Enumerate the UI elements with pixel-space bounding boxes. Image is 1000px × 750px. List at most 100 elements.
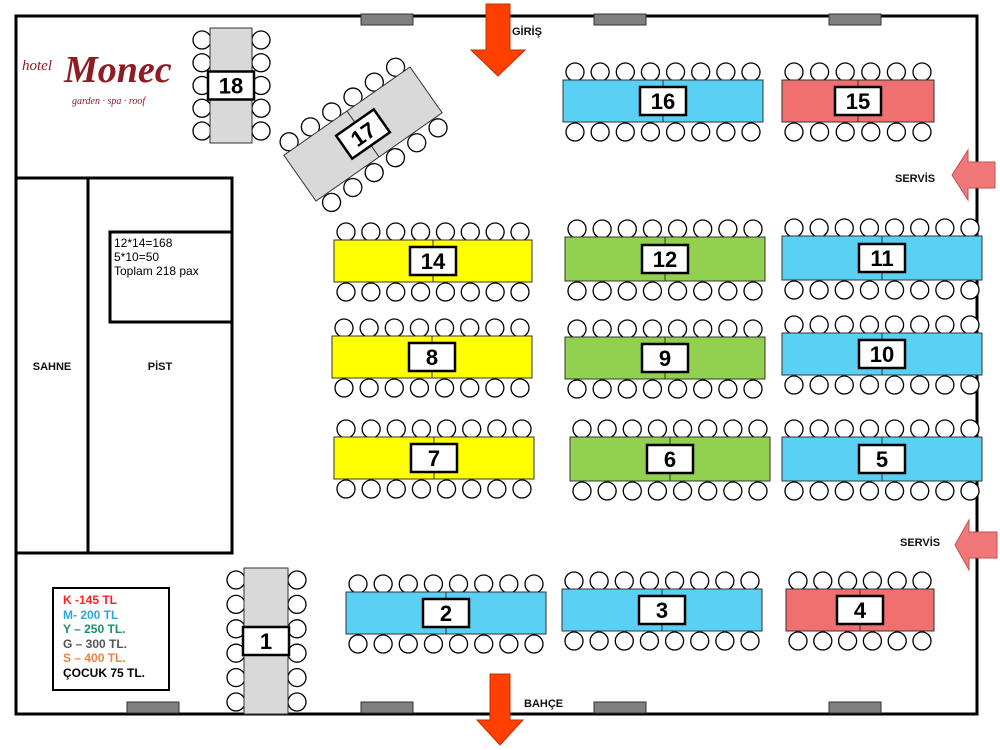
chair [410, 282, 431, 302]
chair [373, 574, 393, 594]
door [360, 701, 414, 714]
table-5[interactable]: 5 [781, 419, 983, 501]
table-number: 18 [219, 74, 243, 99]
chair [647, 419, 668, 439]
chair [460, 318, 480, 338]
table-4[interactable]: 4 [785, 571, 935, 651]
chair [510, 378, 530, 398]
chair [226, 570, 246, 590]
entrance-arrow-icon [469, 3, 527, 77]
chair [564, 631, 584, 651]
chair [784, 419, 804, 439]
chair [740, 571, 760, 591]
chair [336, 222, 356, 242]
chair [834, 280, 854, 300]
table-14[interactable]: 14 [333, 222, 533, 302]
table-9[interactable]: 9 [564, 319, 766, 399]
chair [693, 319, 713, 339]
logo-name: Monec [64, 49, 172, 91]
chair [715, 571, 735, 591]
chair [748, 419, 768, 439]
chair [617, 281, 637, 301]
chair [884, 481, 905, 501]
table-1[interactable]: 1 [226, 567, 307, 715]
chair [834, 315, 854, 335]
chair [912, 122, 932, 142]
chair [935, 375, 955, 395]
chair [809, 419, 829, 439]
chair [617, 319, 637, 339]
table-number: 1 [260, 629, 272, 654]
chair [359, 318, 379, 338]
chair [614, 571, 634, 591]
chair [407, 133, 427, 153]
chair [788, 571, 808, 591]
chair [788, 631, 808, 651]
chair [960, 481, 980, 501]
chair [859, 375, 880, 395]
chair [809, 315, 829, 335]
chair [690, 631, 710, 651]
table-number-box [640, 342, 690, 374]
hotel-logo: hotel Monec garden · spa · roof [22, 49, 172, 112]
chair [614, 631, 634, 651]
dance-floor-area [86, 176, 234, 555]
chair [642, 281, 663, 301]
chair [667, 281, 688, 301]
table-17[interactable]: 17 [274, 53, 453, 217]
table-3[interactable]: 3 [561, 571, 763, 651]
table-number-box [421, 597, 471, 629]
chair [590, 62, 610, 82]
chair [499, 574, 519, 594]
table-18[interactable]: 18 [192, 27, 271, 144]
chair [740, 631, 760, 651]
door [360, 13, 414, 26]
chair [887, 571, 907, 591]
table-15[interactable]: 15 [781, 62, 935, 142]
chair [910, 315, 930, 335]
chair [460, 222, 480, 242]
garden-arrow-icon [475, 673, 525, 746]
chair [784, 62, 804, 82]
table-7[interactable]: 7 [333, 419, 535, 499]
chair [615, 62, 635, 82]
table-12[interactable]: 12 [564, 219, 766, 301]
chair [884, 218, 905, 238]
chair [642, 379, 663, 399]
legend-item: ÇOCUK 75 TL. [63, 665, 146, 680]
table-10[interactable]: 10 [781, 315, 983, 395]
chair [435, 282, 456, 302]
chair [361, 222, 381, 242]
chair [287, 619, 307, 639]
table-number: 4 [854, 598, 867, 623]
chair [718, 379, 738, 399]
chair [664, 571, 685, 591]
table-number: 15 [846, 89, 870, 114]
table-16[interactable]: 16 [562, 62, 764, 142]
chair [910, 375, 930, 395]
door [828, 13, 882, 26]
chair [716, 62, 736, 82]
chair [361, 419, 381, 439]
table-8[interactable]: 8 [331, 318, 533, 398]
chair [912, 62, 932, 82]
doors [126, 13, 882, 714]
chair [834, 419, 854, 439]
legend-item: G – 300 TL. [63, 636, 128, 651]
chair [348, 574, 368, 594]
table-number: 9 [659, 346, 671, 371]
chair [597, 419, 617, 439]
chair [592, 219, 612, 239]
table-6[interactable]: 6 [569, 419, 771, 501]
table-2[interactable]: 2 [345, 574, 547, 654]
chair [398, 634, 418, 654]
chair [226, 692, 246, 712]
table-number-box [640, 243, 690, 275]
chair [448, 574, 469, 594]
chair [336, 419, 356, 439]
table-11[interactable]: 11 [781, 218, 983, 300]
chair [487, 479, 507, 499]
chair [861, 62, 881, 82]
chair [723, 481, 743, 501]
